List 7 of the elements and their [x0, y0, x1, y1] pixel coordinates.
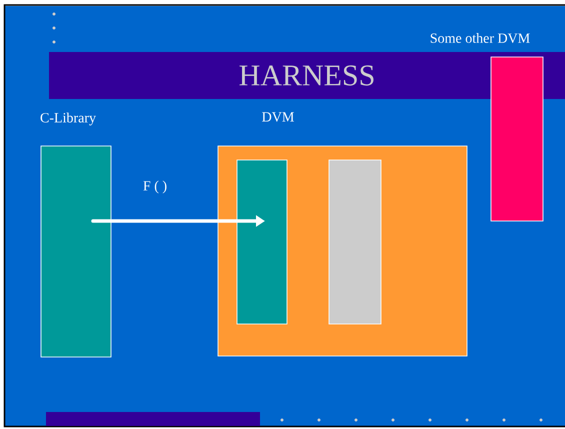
box-heading: C-Library	[40, 112, 96, 126]
module-box	[236, 160, 288, 324]
box-heading: Some other DVM	[430, 33, 530, 43]
box-heading: DVM	[262, 112, 294, 122]
edge-label: F ( )	[143, 180, 166, 194]
module-box	[328, 160, 382, 324]
title-band: HARNESS	[49, 52, 565, 99]
